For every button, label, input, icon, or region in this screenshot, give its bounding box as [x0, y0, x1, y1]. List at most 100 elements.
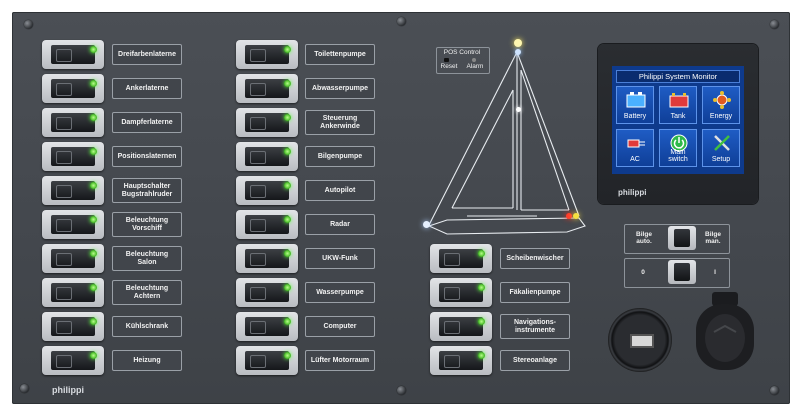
rocker-face — [56, 151, 72, 164]
rocker-switch[interactable] — [430, 278, 492, 307]
rocker-switch[interactable] — [236, 40, 298, 69]
rocker-switch[interactable] — [236, 346, 298, 375]
rocker-face — [56, 219, 72, 232]
rocker — [51, 181, 95, 200]
rocker-face — [56, 253, 72, 266]
rocker-switch[interactable] — [430, 346, 492, 375]
power-socket-cap[interactable] — [694, 292, 756, 372]
switch-label: Stereoanlage — [500, 350, 570, 371]
usb-socket[interactable] — [608, 308, 672, 372]
rocker-switch[interactable] — [42, 278, 104, 307]
switch-label: Bilgenpumpe — [305, 146, 375, 167]
screw-icon — [397, 17, 406, 26]
switch-label: Wasserpumpe — [305, 282, 375, 303]
rocker — [245, 351, 289, 370]
switch-label: Navigations- instrumente — [500, 314, 570, 339]
pos-alarm-label: Alarm — [466, 63, 484, 70]
led-indicator-icon — [284, 46, 291, 53]
rocker-face — [250, 151, 266, 164]
rocker-face — [250, 83, 266, 96]
main-power-switch[interactable] — [668, 260, 696, 284]
switch-label: Positionslaternen — [112, 146, 182, 167]
rocker-face — [444, 321, 460, 334]
rocker-switch[interactable] — [236, 210, 298, 239]
main-switch-tile[interactable]: Main switch — [659, 129, 697, 167]
tank-icon — [669, 93, 689, 108]
switch-label: Steuerung Ankerwinde — [305, 110, 375, 135]
rocker — [245, 45, 289, 64]
rocker-switch[interactable] — [430, 244, 492, 273]
rocker-switch[interactable] — [236, 278, 298, 307]
steaming-light — [516, 107, 521, 112]
rocker — [245, 113, 289, 132]
led-indicator-icon — [90, 216, 97, 223]
rocker-switch[interactable] — [430, 312, 492, 341]
ac-tile[interactable]: AC — [616, 129, 654, 167]
rocker-face — [56, 287, 72, 300]
rocker — [439, 317, 483, 336]
switch-label: Computer — [305, 316, 375, 337]
switch-label: Fäkalienpumpe — [500, 282, 570, 303]
battery-tile[interactable]: Battery — [616, 86, 654, 124]
switch-label: Beleuchtung Salon — [112, 246, 182, 271]
energy-tile[interactable]: Energy — [702, 86, 740, 124]
switch-label: Toilettenpumpe — [305, 44, 375, 65]
led-indicator-icon — [90, 352, 97, 359]
bilge-switch[interactable] — [668, 226, 696, 250]
rocker-switch[interactable] — [42, 210, 104, 239]
pos-alarm-led — [472, 58, 476, 62]
rocker-face — [250, 355, 266, 368]
rocker-switch[interactable] — [42, 176, 104, 205]
rocker-face — [56, 83, 72, 96]
rocker-switch[interactable] — [236, 142, 298, 171]
screw-icon — [770, 20, 779, 29]
rocker-switch[interactable] — [42, 108, 104, 137]
system-monitor-display: Philippi System Monitor Battery Tank Ene… — [598, 44, 758, 204]
starboard-light — [573, 213, 579, 219]
rocker-switch[interactable] — [42, 40, 104, 69]
monitor-screen[interactable]: Philippi System Monitor Battery Tank Ene… — [612, 66, 744, 174]
setup-tile[interactable]: Setup — [702, 129, 740, 167]
switch-label: Dampferlaterne — [112, 112, 182, 133]
switch-label: Ankerlaterne — [112, 78, 182, 99]
rocker — [245, 249, 289, 268]
led-indicator-icon — [284, 250, 291, 257]
rocker — [51, 79, 95, 98]
rocker — [245, 283, 289, 302]
rocker — [245, 147, 289, 166]
switch-label: UKW-Funk — [305, 248, 375, 269]
battery-icon — [626, 92, 646, 108]
rocker-switch[interactable] — [42, 142, 104, 171]
rocker-switch[interactable] — [236, 244, 298, 273]
pos-reset-button[interactable] — [444, 58, 449, 62]
rocker-switch[interactable] — [42, 346, 104, 375]
rocker-face — [56, 49, 72, 62]
rocker-face — [444, 287, 460, 300]
energy-icon — [713, 91, 731, 109]
led-indicator-icon — [90, 250, 97, 257]
tank-tile[interactable]: Tank — [659, 86, 697, 124]
led-indicator-icon — [90, 80, 97, 87]
rocker-switch[interactable] — [42, 312, 104, 341]
rocker-switch[interactable] — [236, 312, 298, 341]
rocker-face — [56, 117, 72, 130]
rocker-switch[interactable] — [236, 74, 298, 103]
energy-label: Energy — [709, 113, 733, 120]
rocker — [439, 351, 483, 370]
rocker-face — [56, 321, 72, 334]
rocker-face — [444, 253, 460, 266]
monitor-title: Philippi System Monitor — [616, 70, 740, 83]
main-switch-box — [624, 258, 730, 288]
led-indicator-icon — [284, 352, 291, 359]
monitor-brand-logo: philippi — [618, 188, 647, 197]
rocker-switch[interactable] — [236, 176, 298, 205]
rocker-switch[interactable] — [42, 244, 104, 273]
rocker-face — [250, 117, 266, 130]
switch-label: Kühlschrank — [112, 316, 182, 337]
rocker-switch[interactable] — [236, 108, 298, 137]
main-switch-label: Main switch — [668, 149, 688, 163]
rocker — [245, 317, 289, 336]
pos-reset-label[interactable]: Reset — [440, 63, 458, 70]
rocker-switch[interactable] — [42, 74, 104, 103]
bilge-auto-label: Bilge auto. — [636, 231, 652, 245]
